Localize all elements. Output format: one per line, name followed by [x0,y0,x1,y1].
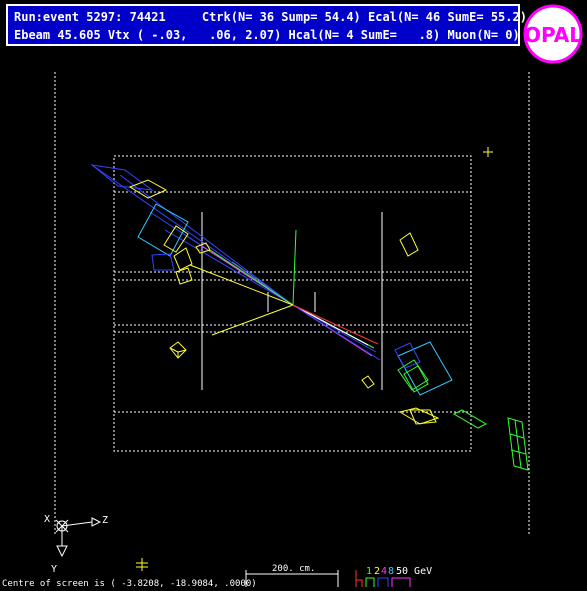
energy-digit-8: 8 [388,566,394,577]
centre-of-screen-text: Centre of screen is ( -3.8208, -18.9084,… [2,579,257,589]
opal-logo-text: OPAL [524,23,582,47]
length-scale-bar [245,570,339,587]
x-axis-label: X [44,514,50,525]
reference-cross [483,147,493,157]
energy-digit-2: 2 [374,566,380,577]
beam-marker [136,558,148,571]
tracks [91,164,381,361]
clusters-right [361,232,529,471]
event-info-line-1: Run:event 5297: 74421 Ctrk(N= 36 Sump= 5… [14,10,527,24]
opal-logo: OPAL [523,4,583,64]
energy-digit-4: 4 [381,566,387,577]
event-info-panel: Run:event 5297: 74421 Ctrk(N= 36 Sump= 5… [6,4,527,46]
axis-gizmo [55,517,102,558]
jet-chamber-outline [113,155,472,452]
event-info-line-2: Ebeam 45.605 Vtx ( -.03, .06, 2.07) Hcal… [14,28,520,42]
z-axis-label: Z [102,515,108,526]
y-axis-label: Y [51,564,57,575]
length-scale-label: 200. cm. [272,564,315,574]
energy-digit-1: 1 [366,566,372,577]
clusters-left [90,164,211,359]
energy-scale [355,570,411,587]
vertex-detector-lines [201,212,383,390]
energy-scale-unit: 50 GeV [396,566,432,577]
detector-outline [54,72,530,535]
